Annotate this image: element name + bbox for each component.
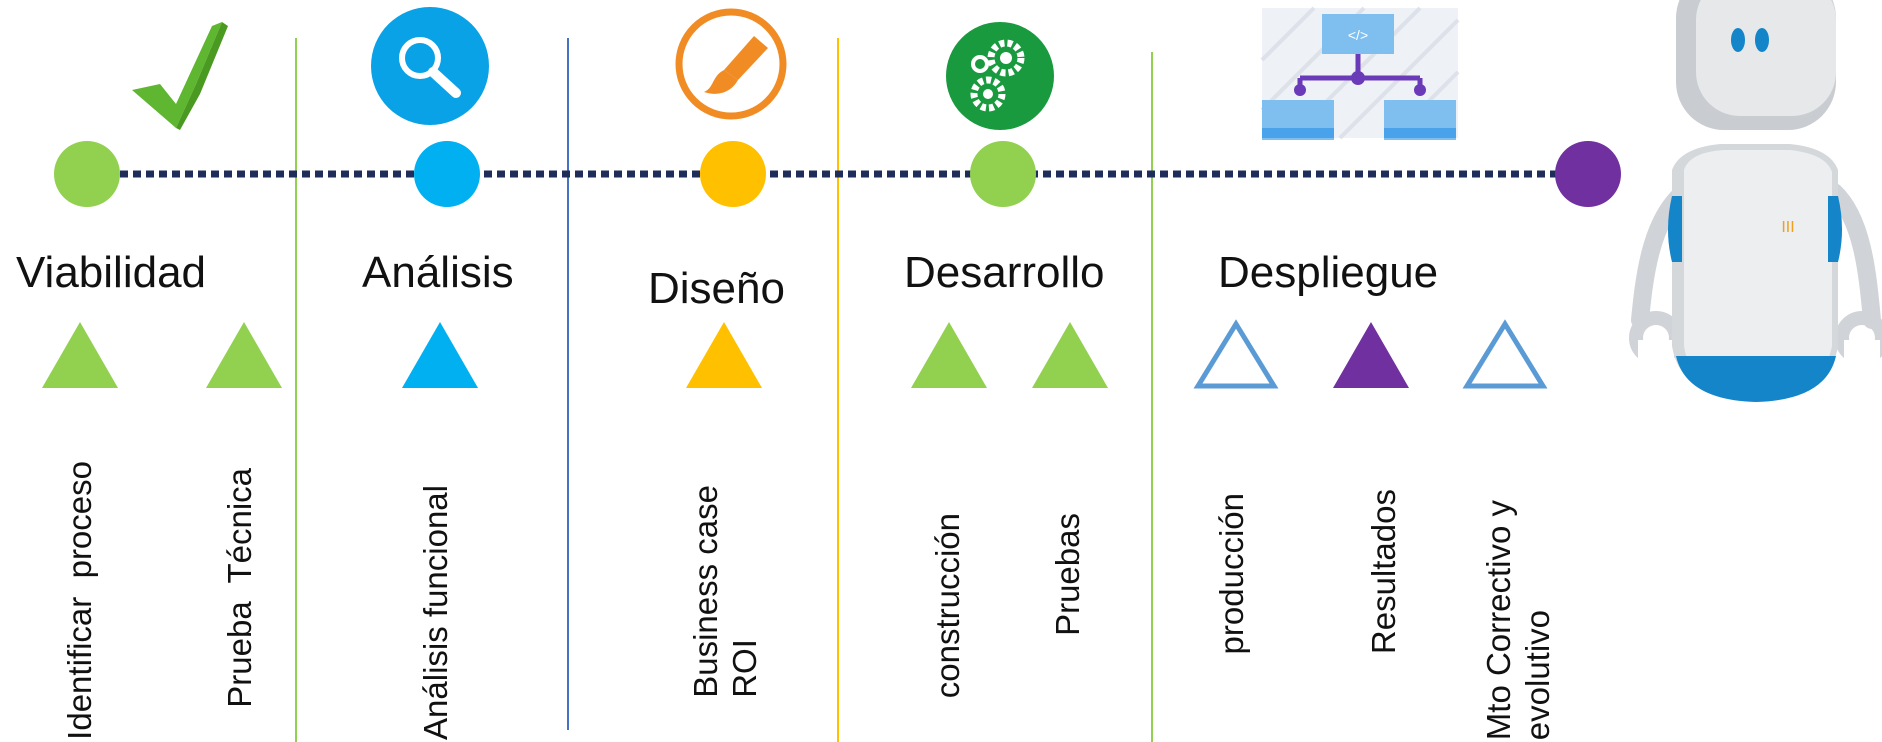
gears-icon: [946, 22, 1054, 130]
task-label: Resultados: [1364, 488, 1402, 654]
paintbrush-icon: [675, 8, 787, 120]
task-triangle: [911, 322, 987, 388]
phase-title-diseno: Diseño: [648, 264, 785, 313]
task-triangle: [42, 322, 118, 388]
robot-badge: III: [1781, 219, 1794, 236]
robot-icon: III: [1629, 0, 1882, 402]
milestone-dot: [54, 141, 120, 207]
task-triangle: [402, 322, 478, 388]
phase-title-desarrollo: Desarrollo: [904, 248, 1105, 297]
task-label: Pruebas: [1048, 513, 1086, 636]
milestone-dot: [700, 141, 766, 207]
task-label: Mto Correctivo y evolutivo: [1480, 499, 1556, 740]
task-analisis-funcional: Análisis funcional: [396, 420, 476, 740]
task-triangle: [1193, 319, 1279, 389]
magnifier-icon: [371, 7, 489, 125]
task-triangle: [1032, 322, 1108, 388]
task-identificar-proceso: Identificar proceso: [40, 420, 120, 740]
task-mto-correctivo: Mto Correctivo y evolutivo: [1464, 420, 1574, 740]
task-label: Prueba Técnica: [220, 468, 258, 708]
task-construccion: construcción: [908, 420, 988, 698]
task-resultados: Resultados: [1344, 420, 1424, 654]
check-icon: [132, 22, 228, 130]
milestone-dot: [1555, 141, 1621, 207]
milestone-dot: [970, 141, 1036, 207]
phase-title-viabilidad: Viabilidad: [16, 248, 207, 297]
task-label: producción: [1212, 492, 1250, 654]
svg-text:</>: </>: [1348, 27, 1368, 43]
task-label: construcción: [928, 512, 966, 698]
task-triangle: [1462, 319, 1548, 389]
task-prueba-tecnica: Prueba Técnica: [200, 420, 280, 708]
phase-title-analisis: Análisis: [362, 248, 514, 297]
task-pruebas: Pruebas: [1028, 420, 1108, 636]
task-triangle: [1333, 322, 1409, 388]
task-triangle: [686, 322, 762, 388]
task-label: Identificar proceso: [60, 461, 98, 740]
network-deploy-icon: </>: [1260, 6, 1460, 140]
task-business-case: Business case ROI: [676, 420, 776, 698]
task-triangle: [206, 322, 282, 388]
task-produccion: producción: [1192, 420, 1272, 654]
task-label: Business case ROI: [687, 485, 763, 698]
task-label: Análisis funcional: [416, 485, 454, 740]
milestone-dot: [414, 141, 480, 207]
phase-title-despliegue: Despliegue: [1218, 248, 1439, 297]
